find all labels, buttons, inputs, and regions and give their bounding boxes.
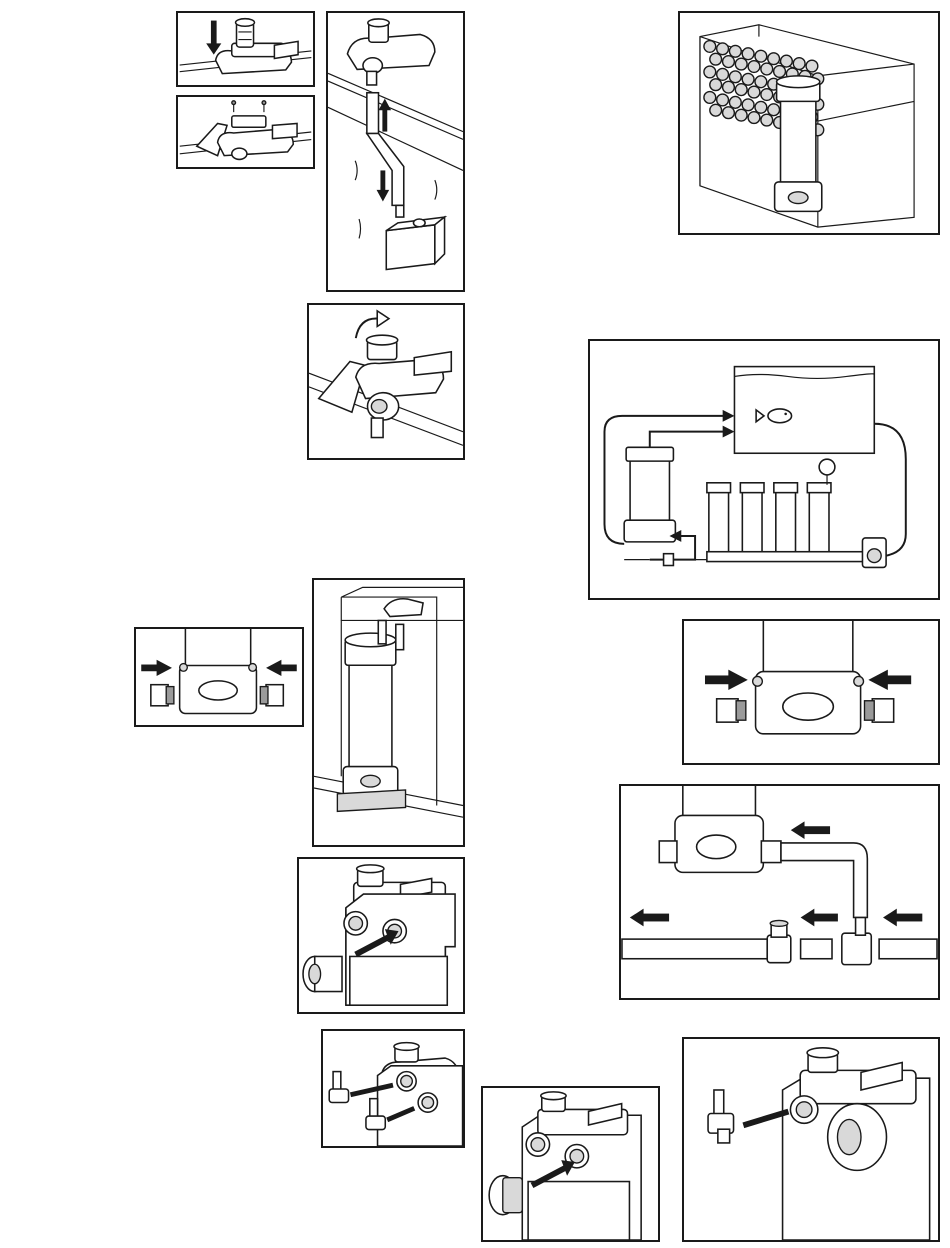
bioball — [723, 81, 735, 93]
screw-icon — [232, 101, 266, 112]
base-bypass-drawing — [621, 786, 938, 998]
filter-canisters-icon — [707, 483, 865, 562]
bioball — [742, 99, 754, 111]
bioball — [768, 53, 780, 65]
bioball — [761, 63, 773, 75]
overflow-screws-panel — [176, 95, 315, 169]
bioball — [710, 79, 722, 91]
filter-unit-icon — [775, 76, 822, 212]
bioball — [761, 114, 773, 126]
pump-icon — [862, 538, 886, 568]
filter-in-sump-drawing — [680, 13, 938, 233]
base-fittings-right-panel — [682, 619, 940, 765]
bioball — [735, 58, 747, 70]
hose-barb-single-insert-panel — [682, 1037, 940, 1242]
bioball — [761, 89, 773, 101]
bioball — [755, 76, 767, 88]
hose-barb-icon — [708, 1090, 733, 1143]
filter-canister — [742, 489, 762, 554]
overflow-press-down-panel — [176, 11, 315, 87]
bioball — [748, 61, 760, 73]
bioball — [729, 71, 741, 83]
filter-canister-cap — [740, 483, 764, 493]
bioball — [748, 86, 760, 98]
filter-unit-icon — [337, 620, 405, 811]
flow-arrows-icon — [630, 821, 922, 926]
overflow-screws-drawing — [178, 97, 313, 167]
overflow-tube-assembly-drawing — [328, 13, 463, 290]
manifold-pipe — [707, 552, 865, 562]
bioball — [755, 101, 767, 113]
cap-plug-insert-drawing — [483, 1088, 658, 1240]
bioball — [729, 45, 741, 57]
filter-canister-cap — [774, 483, 798, 493]
bioball — [735, 109, 747, 121]
filter-canister — [809, 489, 829, 554]
cap-plug-insert-panel — [481, 1086, 660, 1242]
bioball — [723, 107, 735, 119]
filter-canister — [776, 489, 796, 554]
bioball — [774, 66, 786, 78]
bioball — [735, 84, 747, 96]
base-fittings-left-panel — [134, 627, 304, 727]
base-fittings-right-drawing — [684, 621, 938, 763]
filter-canister-cap — [707, 483, 731, 493]
insert-arrow-icon — [743, 1112, 788, 1126]
filter-in-sump-bioballs-panel — [678, 11, 940, 235]
overflow-press-down-drawing — [178, 13, 313, 85]
bioball — [793, 58, 805, 70]
bioball — [729, 96, 741, 108]
system-plumbing-diagram-panel — [588, 339, 940, 600]
pressure-gauge-icon — [819, 459, 835, 485]
bulkhead-fitting-insert-panel — [297, 857, 465, 1014]
hose-barb-fittings-insert-panel — [321, 1029, 465, 1148]
overflow-rotate-panel — [307, 303, 465, 460]
uv-sterilizer-icon — [624, 447, 675, 542]
bioball — [806, 60, 818, 72]
bioball — [704, 41, 716, 53]
base-fittings-left-drawing — [136, 629, 302, 725]
bioball — [755, 50, 767, 62]
bioball — [717, 94, 729, 106]
hose-barb-insert-drawing — [323, 1031, 463, 1146]
bioball — [742, 48, 754, 60]
cap-plug-icon — [489, 1176, 522, 1215]
overflow-tube-assembly-panel — [326, 11, 465, 292]
down-arrow-icon — [206, 21, 221, 55]
bioball — [704, 92, 716, 104]
bioball — [748, 112, 760, 124]
bulkhead-fitting-icon — [303, 956, 342, 991]
bulkhead-insert-drawing — [299, 859, 463, 1012]
base-bypass-plumbing-panel — [619, 784, 940, 1000]
filter-standing-under-tank-panel — [312, 578, 465, 847]
bioball — [717, 43, 729, 55]
bioball — [742, 73, 754, 85]
pump-icon — [386, 217, 444, 269]
bioball — [768, 104, 780, 116]
filter-canister — [709, 489, 729, 554]
bioball — [717, 68, 729, 80]
rotate-arrow-icon — [356, 311, 389, 338]
hose-barb-single-drawing — [684, 1039, 938, 1240]
bioball — [704, 66, 716, 78]
bioball — [781, 55, 793, 67]
bioball — [710, 104, 722, 116]
system-plumbing-drawing — [590, 341, 938, 598]
bioball — [710, 53, 722, 65]
bioball — [723, 56, 735, 68]
overflow-rotate-drawing — [309, 305, 463, 458]
filter-standing-drawing — [314, 580, 463, 845]
